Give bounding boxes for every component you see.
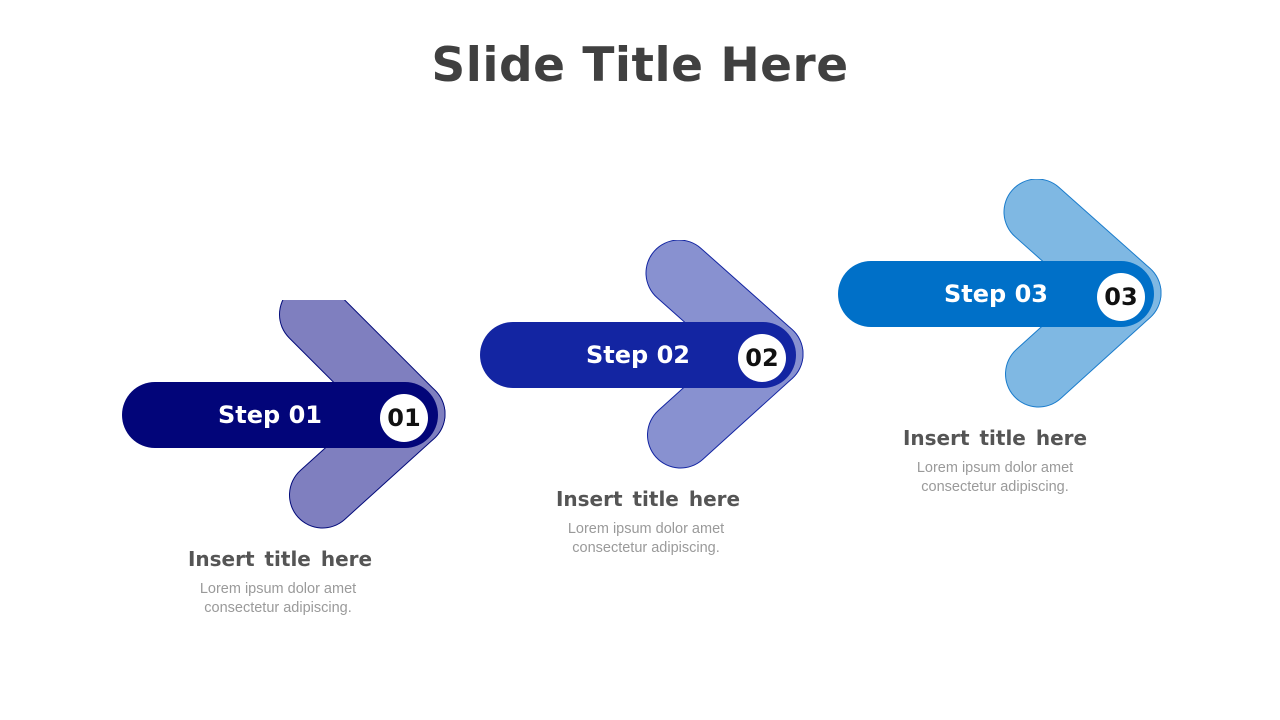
step-number-badge: 01 <box>380 394 428 442</box>
slide-title: Slide Title Here <box>431 38 849 93</box>
step-title: Insert title here <box>902 426 1088 450</box>
step-number-badge: 02 <box>738 334 786 382</box>
step-description: Lorem ipsum dolor amet consectetur adipi… <box>526 520 766 558</box>
step-title: Insert title here <box>555 487 741 511</box>
step-description-line: Lorem ipsum dolor amet <box>199 581 357 597</box>
step-title: Insert title here <box>187 547 373 571</box>
step-1: Step 01 01 Insert title here Lorem ipsum… <box>122 300 462 660</box>
step-description-line: consectetur adipiscing. <box>572 540 720 556</box>
step-description-line: consectetur adipiscing. <box>204 600 352 616</box>
step-label: Step 01 <box>218 401 322 429</box>
step-description: Lorem ipsum dolor amet consectetur adipi… <box>875 459 1115 497</box>
step-3: Step 03 03 Insert title here Lorem ipsum… <box>838 179 1178 539</box>
step-description: Lorem ipsum dolor amet consectetur adipi… <box>158 580 398 618</box>
step-2: Step 02 02 Insert title here Lorem ipsum… <box>480 240 820 600</box>
step-description-line: Lorem ipsum dolor amet <box>567 521 725 537</box>
step-number-badge: 03 <box>1097 273 1145 321</box>
step-description-line: consectetur adipiscing. <box>921 479 1069 495</box>
step-description-line: Lorem ipsum dolor amet <box>916 460 1074 476</box>
step-label: Step 03 <box>944 280 1048 308</box>
step-label: Step 02 <box>586 341 690 369</box>
